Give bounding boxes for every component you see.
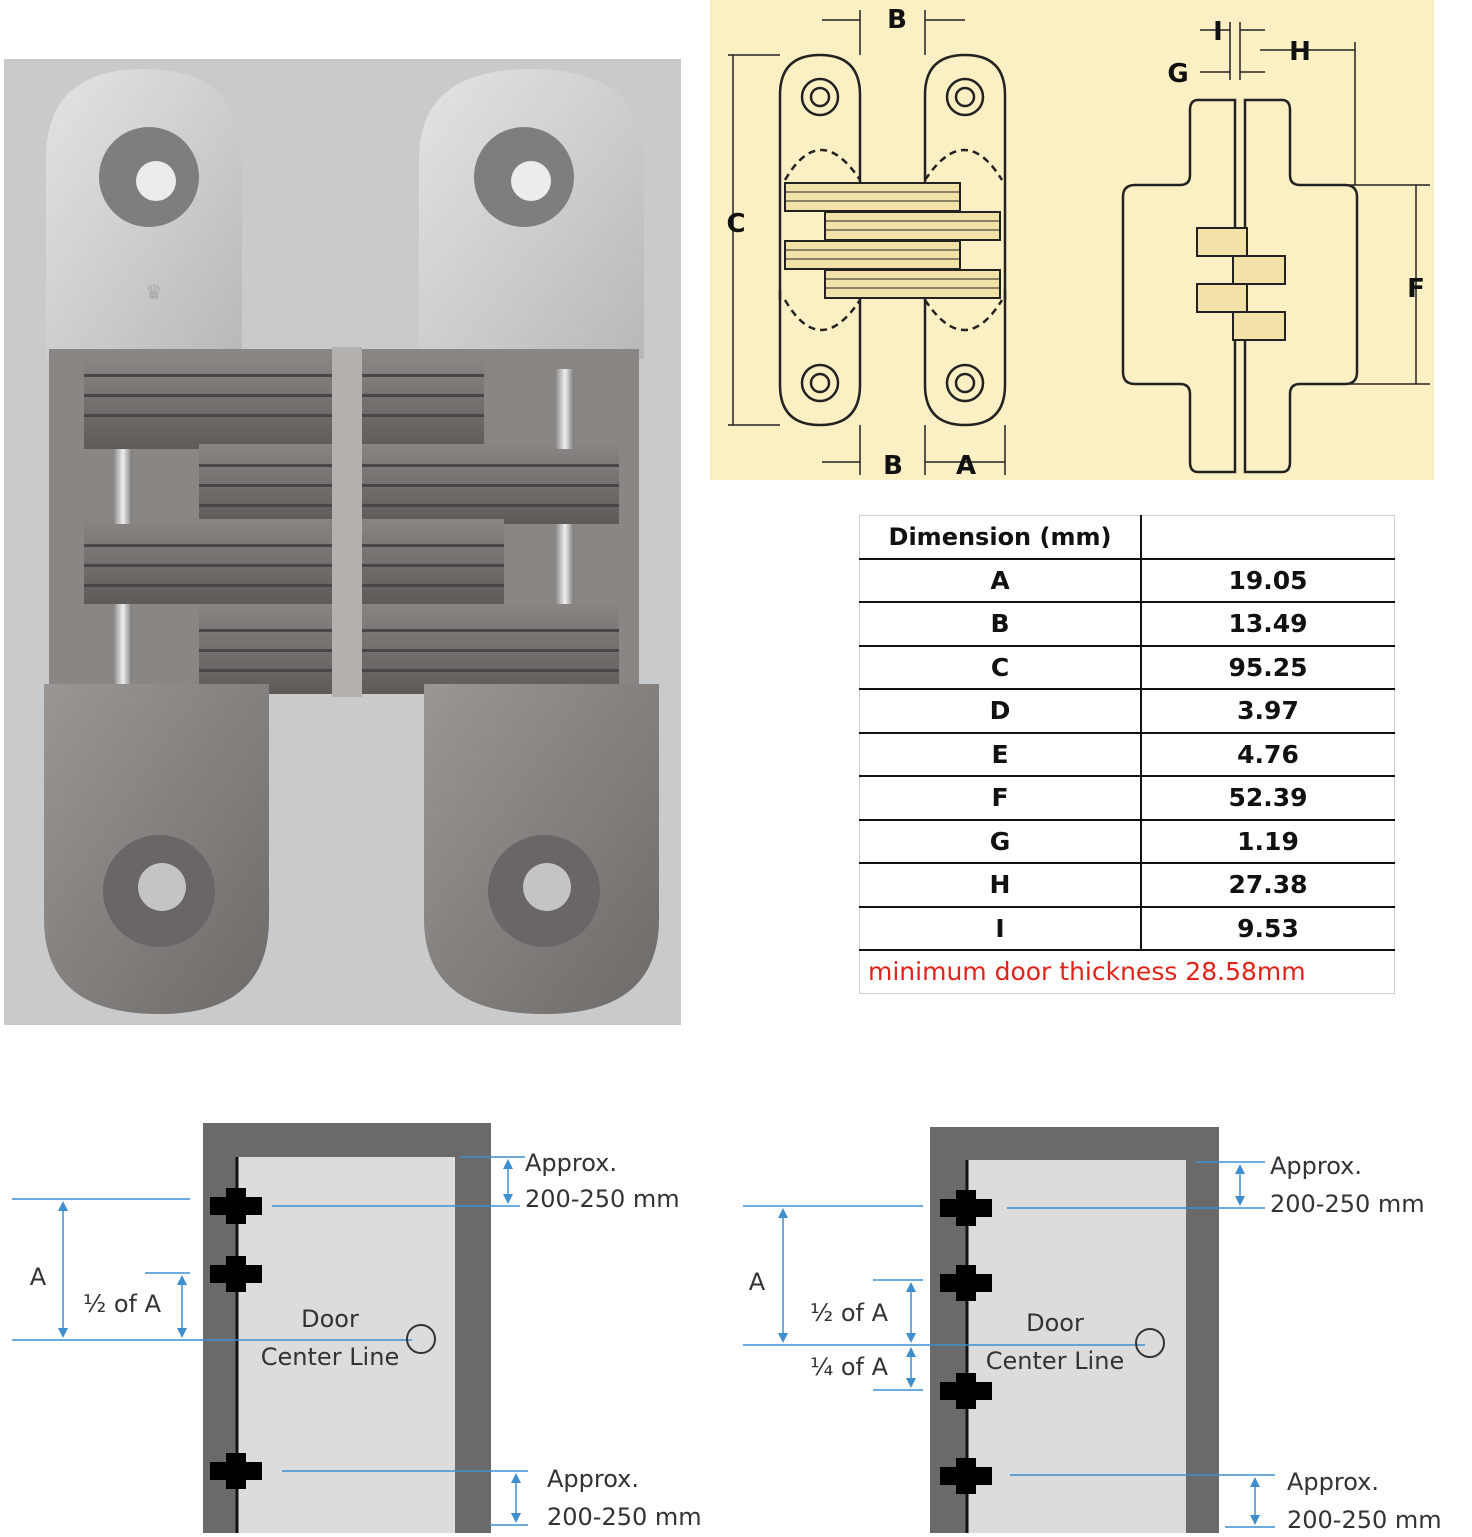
dimension-value: 9.53 (1141, 906, 1395, 951)
hinge-marker (210, 1188, 262, 1224)
dimension-value: 4.76 (1141, 732, 1395, 777)
dimension-letter: B (859, 602, 1142, 647)
door-label: Door (301, 1305, 359, 1333)
door-label: Door (1026, 1309, 1084, 1337)
label-half-of-a: ½ of A (810, 1299, 889, 1327)
dimension-letter: C (859, 645, 1142, 690)
hinge-marker (940, 1265, 992, 1301)
min-door-thickness-note: minimum door thickness 28.58mm (868, 957, 1306, 987)
top-approx-label: Approx. (1270, 1152, 1362, 1180)
hinge-marker (210, 1256, 262, 1292)
dimension-letter: E (859, 732, 1142, 777)
label-a: A (956, 451, 976, 480)
dimension-letter: H (859, 863, 1142, 908)
table-header-row: Dimension (mm) (859, 515, 1395, 560)
dimension-letter: D (859, 689, 1142, 734)
bottom-approx-value: 200-250 mm (547, 1503, 702, 1531)
hinge-marker (940, 1458, 992, 1494)
placement-diagram-right: A ½ of A ¼ of A Door Center Line Approx.… (743, 1127, 1442, 1534)
door-panel (967, 1160, 1186, 1533)
label-f: F (1407, 274, 1425, 304)
dimension-value: 52.39 (1141, 776, 1395, 821)
dimension-letter: I (859, 906, 1142, 951)
table-note-row: minimum door thickness 28.58mm (860, 950, 1395, 993)
bottom-right-leaf (424, 684, 659, 1014)
hinge-marker (210, 1453, 262, 1489)
bottom-approx-value: 200-250 mm (1287, 1506, 1442, 1534)
label-a: A (30, 1263, 47, 1291)
hinge-marker (940, 1190, 992, 1226)
label-a: A (749, 1268, 766, 1296)
label-h: H (1289, 37, 1311, 67)
label-g: G (1167, 59, 1188, 89)
hinge-plates (84, 347, 619, 697)
table-header-value (1141, 515, 1395, 560)
label-b-top: B (887, 5, 907, 35)
placement-diagram-left: A ½ of A Door Center Line Approx. 200-25… (12, 1123, 702, 1533)
top-approx-value: 200-250 mm (1270, 1190, 1425, 1218)
bottom-approx-label: Approx. (547, 1465, 639, 1493)
top-left-leaf: ♛ (46, 69, 242, 359)
center-line-label: Center Line (986, 1347, 1124, 1375)
dimension-letter: G (859, 819, 1142, 864)
dimension-value: 13.49 (1141, 602, 1395, 647)
label-b-bottom: B (883, 451, 903, 480)
center-line-label: Center Line (261, 1343, 399, 1371)
dimension-letter: A (859, 558, 1142, 603)
label-quarter-of-a: ¼ of A (810, 1353, 889, 1381)
hinge-photo: ♛ (4, 59, 681, 1025)
hinge-marker (940, 1373, 992, 1409)
bottom-approx-label: Approx. (1287, 1468, 1379, 1496)
label-c: C (726, 209, 745, 239)
top-approx-value: 200-250 mm (525, 1185, 680, 1213)
label-i: I (1213, 17, 1223, 47)
svg-text:♛: ♛ (145, 280, 163, 304)
dimension-value: 95.25 (1141, 645, 1395, 690)
top-approx-label: Approx. (525, 1149, 617, 1177)
table-header-dimension: Dimension (mm) (859, 515, 1142, 560)
technical-drawing: B C B A I G H F (710, 0, 1434, 480)
dimension-value: 27.38 (1141, 863, 1395, 908)
top-right-leaf (419, 69, 644, 359)
label-half-of-a: ½ of A (83, 1290, 162, 1318)
dimension-value: 3.97 (1141, 689, 1395, 734)
dimension-letter: F (859, 776, 1142, 821)
bottom-left-leaf (44, 684, 269, 1014)
dimension-value: 1.19 (1141, 819, 1395, 864)
hinge-pins (114, 369, 574, 684)
dimension-value: 19.05 (1141, 558, 1395, 603)
